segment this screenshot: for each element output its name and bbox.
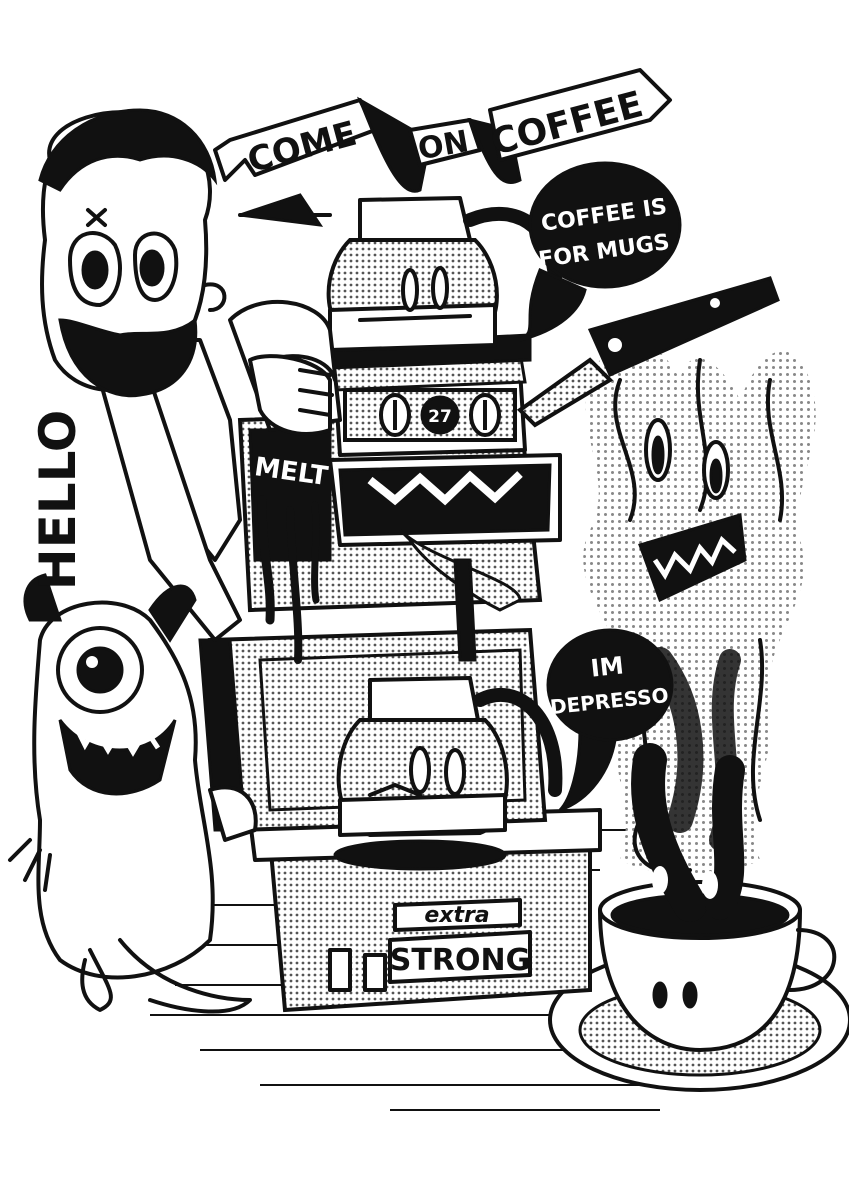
speech-bubble-bottom: IM DEPRESSO: [546, 628, 674, 812]
banner-on: ON: [415, 124, 471, 167]
bottom-coffee-pot: [333, 676, 563, 871]
strong-label: STRONG: [390, 943, 530, 978]
top-coffee-pot: [326, 196, 563, 352]
coffee-cup: [548, 743, 849, 1092]
one-eyed-monster: [8, 573, 258, 1014]
coffee-machine: extra STRONG MELT 27: [198, 333, 602, 1013]
speech-bubble-top: COFFEE IS FOR MUGS: [519, 161, 682, 342]
extra-label: extra: [424, 903, 489, 928]
man-hand: [248, 354, 334, 436]
dial-number: 27: [428, 407, 452, 427]
bubble-bottom-line1: IM: [589, 651, 625, 682]
steam-ghost: [583, 342, 816, 876]
hello-label: HELLO: [29, 410, 87, 590]
knife: [516, 276, 780, 428]
